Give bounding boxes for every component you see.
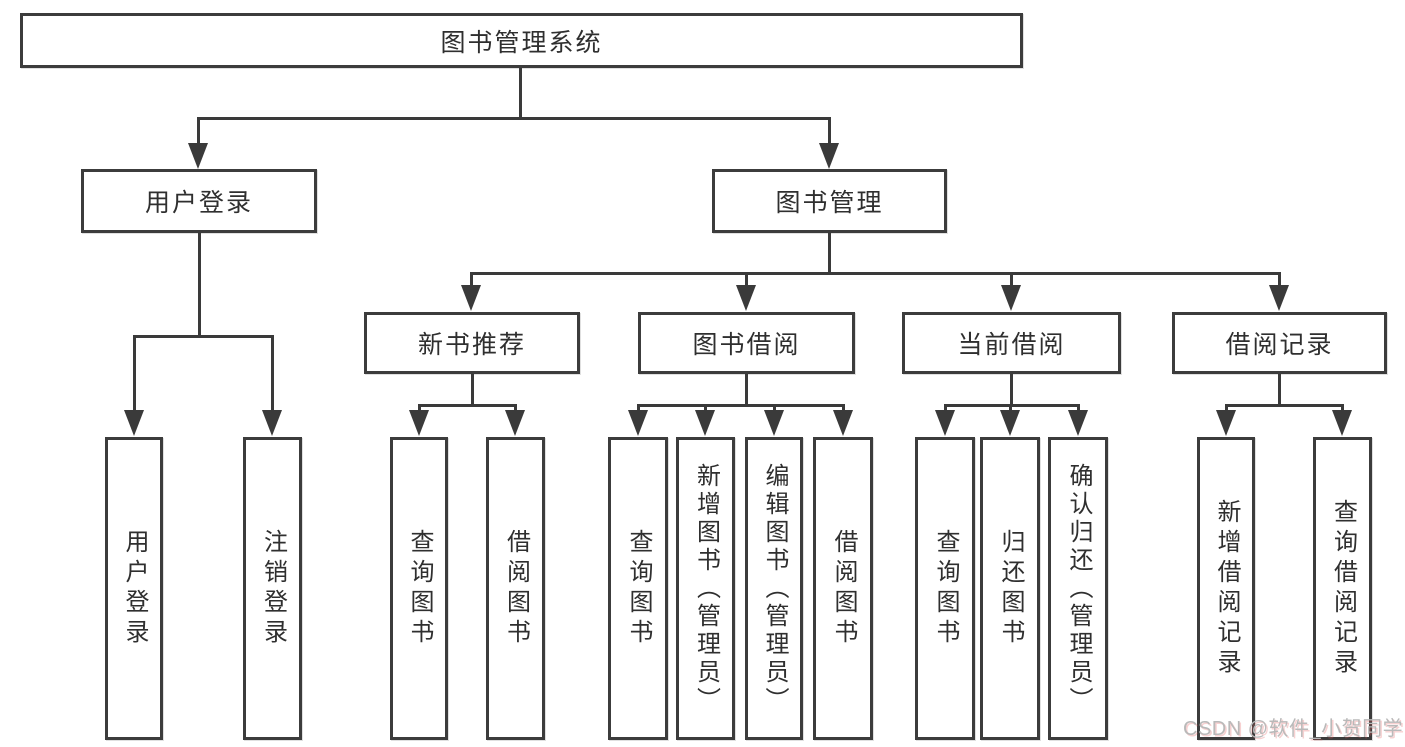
arrowhead-icon (1216, 410, 1236, 436)
arrowhead-icon (262, 410, 282, 436)
arrowhead-icon (188, 143, 208, 169)
connector-line (828, 233, 831, 274)
arrowhead-icon (628, 410, 648, 436)
connector-line (745, 374, 748, 406)
leaf-records-add: 新增借阅记录 (1197, 437, 1255, 740)
connector-line (514, 404, 517, 413)
leaf-borrow-edit-admin: 编辑图书（管理员） (745, 437, 803, 740)
arrowhead-icon (1269, 285, 1289, 311)
arrowhead-icon (461, 285, 481, 311)
arrowhead-icon (833, 410, 853, 436)
connector-line (1278, 272, 1281, 287)
arrowhead-icon (1068, 410, 1088, 436)
connector-line (470, 272, 1280, 275)
connector-line (519, 68, 522, 120)
leaf-records-query: 查询借阅记录 (1313, 437, 1372, 740)
leaf-current-confirm-admin: 确认归还（管理员） (1048, 437, 1108, 740)
connector-line (133, 335, 136, 412)
arrowhead-icon (764, 410, 784, 436)
connector-line (271, 335, 274, 412)
connector-line (1010, 374, 1013, 406)
connector-line (1225, 404, 1228, 413)
arrowhead-icon (1001, 285, 1021, 311)
connector-line (842, 404, 845, 413)
node-user-login: 用户登录 (81, 169, 317, 233)
node-new-book-recommend: 新书推荐 (364, 312, 580, 374)
connector-line (704, 404, 707, 413)
connector-line (1009, 404, 1012, 413)
connector-line (197, 117, 200, 145)
connector-line (1077, 404, 1080, 413)
leaf-user-login: 用户登录 (105, 437, 163, 740)
leaf-borrow-borrow: 借阅图书 (813, 437, 873, 740)
leaf-borrow-query: 查询图书 (608, 437, 668, 740)
connector-line (637, 404, 844, 407)
arrowhead-icon (736, 285, 756, 311)
connector-line (1341, 404, 1344, 413)
node-current-borrowing: 当前借阅 (902, 312, 1121, 374)
connector-line (637, 404, 640, 413)
connector-line (1225, 404, 1343, 407)
arrowhead-icon (1332, 410, 1352, 436)
node-borrow-records: 借阅记录 (1172, 312, 1387, 374)
leaf-borrow-add-admin: 新增图书（管理员） (676, 437, 735, 740)
leaf-newbook-borrow: 借阅图书 (486, 437, 545, 740)
leaf-current-query: 查询图书 (915, 437, 975, 740)
arrowhead-icon (124, 410, 144, 436)
connector-line (470, 272, 473, 287)
connector-line (828, 117, 831, 145)
leaf-newbook-query: 查询图书 (390, 437, 448, 740)
connector-line (1010, 272, 1013, 287)
node-book-borrowing: 图书借阅 (638, 312, 855, 374)
arrowhead-icon (505, 410, 525, 436)
leaf-current-return: 归还图书 (980, 437, 1040, 740)
connector-line (133, 335, 274, 338)
connector-line (1278, 374, 1281, 406)
connector-line (418, 404, 421, 413)
connector-line (773, 404, 776, 413)
arrowhead-icon (695, 410, 715, 436)
node-book-management: 图书管理 (712, 169, 947, 233)
connector-line (418, 404, 516, 407)
arrowhead-icon (935, 410, 955, 436)
connector-line (745, 272, 748, 287)
arrowhead-icon (409, 410, 429, 436)
watermark: CSDN @软件_小贺同学 (1183, 718, 1404, 740)
connector-line (471, 374, 474, 406)
arrowhead-icon (1000, 410, 1020, 436)
connector-line (944, 404, 947, 413)
arrowhead-icon (819, 143, 839, 169)
connector-line (198, 233, 201, 337)
leaf-user-logout: 注销登录 (243, 437, 302, 740)
node-root: 图书管理系统 (20, 13, 1023, 68)
connector-line (197, 117, 831, 120)
